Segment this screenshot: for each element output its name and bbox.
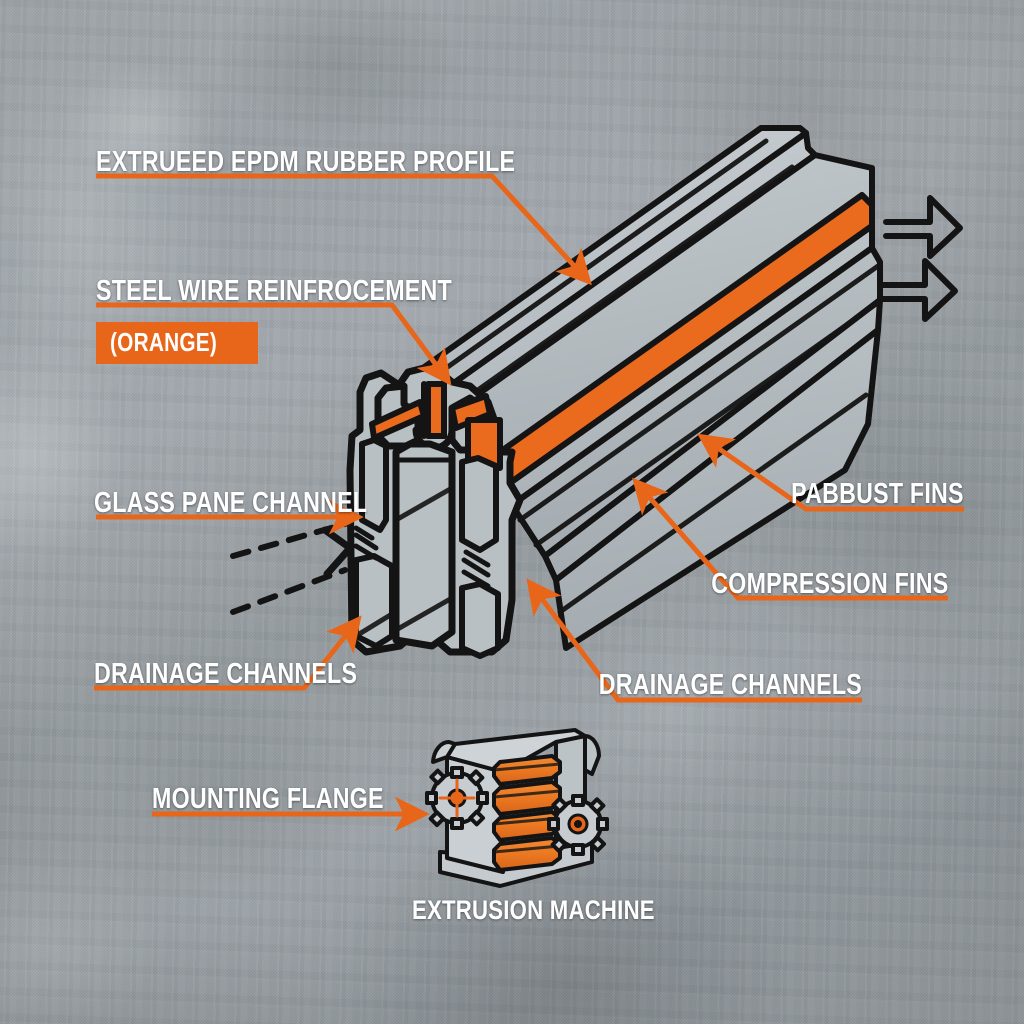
- leader-steel-wire: [96, 302, 452, 386]
- glass-insert-chevron-icon: [321, 526, 354, 578]
- label-extruded-profile: EXTRUEED EPDM RUBBER PROFILE: [96, 148, 515, 177]
- machine-arch-left: [431, 739, 457, 764]
- leader-drainage-right: [526, 578, 862, 703]
- label-drainage-channels-left: DRAINAGE CHANNELS: [94, 660, 357, 689]
- badge-steel-wire-orange-text: (ORANGE): [110, 329, 217, 355]
- leader-drainage-left: [94, 615, 362, 691]
- label-pabbust-fins: PABBUST FINS: [791, 480, 964, 509]
- drainage-channel-right-upper: [459, 455, 499, 553]
- label-compression-fins: COMPRESSION FINS: [711, 570, 948, 599]
- profile-lower-face-a: [509, 245, 883, 559]
- gear-icon-right: [547, 794, 609, 856]
- label-drainage-channels-right: DRAINAGE CHANNELS: [599, 671, 862, 700]
- badge-steel-wire-orange: (ORANGE): [96, 322, 258, 364]
- leader-extruded-profile: [96, 173, 592, 286]
- profile-cross-section: [346, 364, 524, 659]
- leader-pabbust-fins: [697, 433, 964, 512]
- caption-extrusion-machine: EXTRUSION MACHINE: [412, 897, 655, 924]
- label-mounting-flange: MOUNTING FLANGE: [152, 785, 384, 814]
- extrusion-machine-inset: [425, 728, 609, 888]
- gear-icon-left: [425, 766, 489, 830]
- steel-wire-insert-left: [369, 399, 427, 441]
- profile-skirt-face: [553, 327, 881, 651]
- leader-compression-fins: [632, 477, 948, 601]
- extrusion-direction-arrow-icon: [877, 195, 963, 322]
- label-steel-wire: STEEL WIRE REINFROCEMENT: [96, 277, 452, 306]
- cross-section-hidden-edges: [353, 485, 455, 639]
- machine-arch-right: [583, 734, 601, 776]
- leader-lines: [94, 173, 964, 832]
- steel-wire-insert-right: [449, 393, 493, 431]
- label-glass-pane-channel: GLASS PANE CHANNEL: [94, 489, 367, 518]
